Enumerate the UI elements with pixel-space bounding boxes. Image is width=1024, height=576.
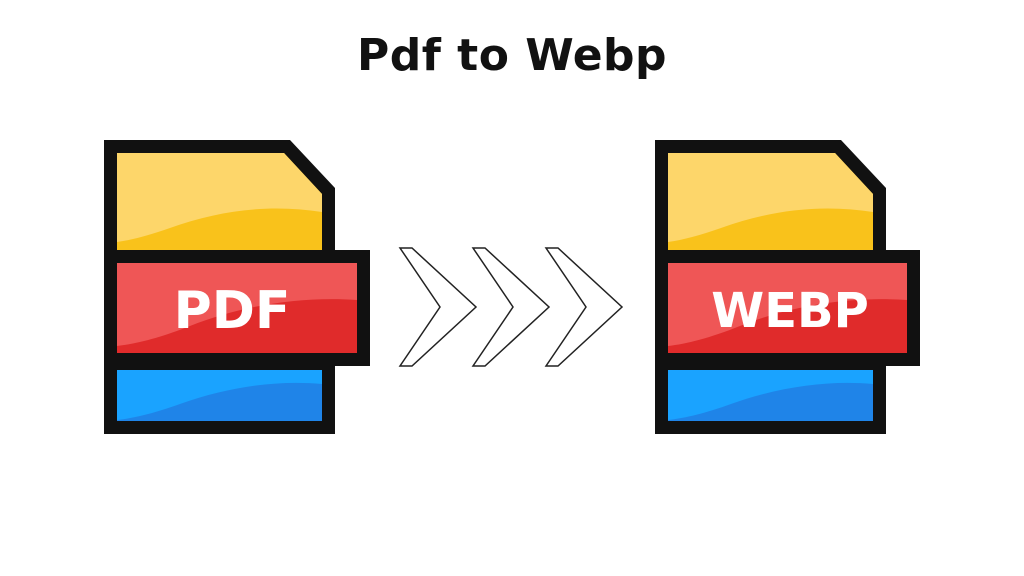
chevron-right-icon — [398, 247, 478, 367]
pdf-file-icon: PDF — [104, 140, 370, 434]
webp-label: WEBP — [711, 283, 869, 339]
conversion-arrows — [398, 247, 624, 367]
page-title: Pdf to Webp — [356, 30, 668, 81]
webp-file-icon: WEBP — [655, 140, 920, 434]
chevron-right-icon — [471, 247, 551, 367]
chevron-right-icon — [544, 247, 624, 367]
pdf-label: PDF — [174, 281, 291, 341]
